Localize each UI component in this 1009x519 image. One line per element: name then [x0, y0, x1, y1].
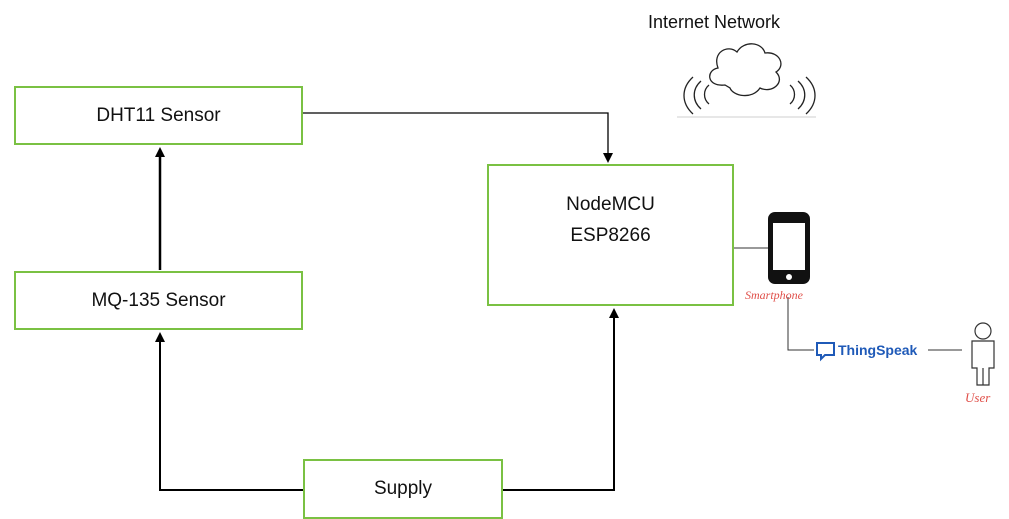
connector-supply-to-nodemcu: [503, 308, 619, 491]
mq135-sensor-block: MQ-135 Sensor: [14, 271, 303, 330]
user-icon: [971, 322, 995, 386]
mq135-sensor-label: MQ-135 Sensor: [91, 289, 226, 311]
connector-smartphone-to-thingspeak: [787, 297, 814, 351]
connector-supply-to-mq: [155, 332, 303, 491]
nodemcu-block: NodeMCU ESP8266: [487, 164, 734, 306]
smartphone-icon: [768, 212, 810, 284]
thingspeak-label: ThingSpeak: [838, 342, 918, 358]
supply-label: Supply: [373, 478, 433, 499]
nodemcu-label-line1: NodeMCU: [566, 194, 655, 215]
connector-dht-to-nodemcu: [303, 112, 613, 163]
smartphone-label: Smartphone: [745, 288, 803, 302]
dht11-sensor-label: DHT11 Sensor: [96, 104, 221, 126]
user-label: User: [965, 390, 991, 405]
cloud-icon: [683, 43, 816, 115]
supply-block: Supply: [303, 459, 503, 519]
dht11-sensor-block: DHT11 Sensor: [14, 86, 303, 145]
thingspeak-chat-icon: [816, 342, 835, 362]
internet-network-label: Internet Network: [648, 12, 781, 32]
nodemcu-label-line2: ESP8266: [570, 225, 651, 246]
